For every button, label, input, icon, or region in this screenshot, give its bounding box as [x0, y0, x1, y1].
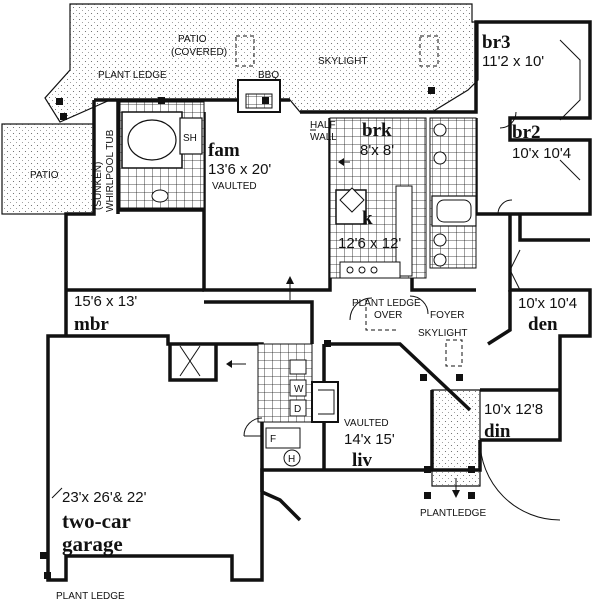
br3-name: br3: [482, 32, 511, 53]
kitchen-counters: [339, 185, 413, 279]
plant-ledge-bottom-right-label: PLANTLEDGE: [420, 508, 486, 519]
toilet-master: [151, 189, 169, 203]
closets: [179, 39, 581, 377]
liv-note: VAULTED: [344, 418, 389, 429]
mbr-name: mbr: [74, 314, 109, 335]
brk-name: brk: [362, 120, 392, 141]
posts: [40, 87, 475, 579]
fam-dim: 13'6 x 20': [208, 161, 271, 178]
washer-label: W: [294, 384, 304, 395]
din-name: din: [484, 421, 511, 442]
left-patio: [1, 123, 95, 215]
section-arrows: [226, 129, 460, 498]
patio-covered-label-1: PATIO: [178, 34, 207, 45]
whirlpool-tub: [121, 111, 183, 169]
br2-name: br2: [512, 122, 541, 143]
shower: SH: [179, 117, 203, 155]
water-heater: H: [283, 449, 301, 467]
half-wall-label-2: WALL: [310, 132, 337, 143]
liv-dim: 14'x 15': [344, 431, 395, 448]
whirlpool-label-2: WHIRLPOOL TUB: [105, 129, 116, 212]
den-name: den: [528, 314, 558, 335]
patio-left-label: PATIO: [30, 170, 59, 181]
garage-name-line2: garage: [62, 532, 123, 556]
whirlpool-label-1: (SUNKEN): [93, 162, 104, 210]
washer-dryer: W D: [289, 359, 307, 417]
mbr-dim: 15'6 x 13': [74, 293, 137, 310]
garage-dim: 23'x 26'& 22': [62, 489, 147, 506]
furnace-label: F: [270, 434, 276, 445]
garage-name-line1: two-car: [62, 509, 131, 533]
plant-ledge-over-label-2: OVER: [374, 310, 402, 321]
dryer-label: D: [294, 404, 301, 415]
plant-ledge-top-label: PLANT LEDGE: [98, 70, 167, 81]
door-swings: [51, 111, 561, 521]
patio-covered-label-2: (COVERED): [171, 47, 227, 58]
liv-name: liv: [352, 450, 373, 471]
fam-note: VAULTED: [212, 181, 257, 192]
din-dim: 10'x 12'8: [484, 401, 543, 418]
shower-label: SH: [183, 133, 197, 144]
skylight-foyer-label: SKYLIGHT: [418, 328, 467, 339]
half-wall-label-1: HALF: [310, 120, 336, 131]
br3-dim: 11'2 x 10': [482, 53, 544, 70]
bathtub: [431, 195, 477, 227]
kitchen-dim: 12'6 x 12': [338, 235, 401, 252]
kitchen-island: [335, 187, 367, 225]
water-heater-label: H: [288, 454, 295, 465]
skylight-top-label: SKYLIGHT: [318, 56, 367, 67]
br2-dim: 10'x 10'4: [512, 145, 571, 162]
skylights: [235, 35, 463, 367]
fireplace-fam: [237, 79, 281, 113]
plant-ledge-over-label-1: PLANT LEDGE: [352, 298, 421, 309]
kitchen-name: k: [362, 208, 373, 229]
den-dim: 10'x 10'4: [518, 295, 577, 312]
plant-ledge-bottom-left-label: PLANT LEDGE: [56, 591, 125, 601]
fireplace-liv: [311, 381, 339, 423]
foyer-label: FOYER: [430, 310, 464, 321]
fam-name: fam: [208, 140, 240, 161]
brk-dim: 8'x 8': [360, 142, 394, 159]
vanity-sinks: [433, 123, 447, 267]
furnace: F: [265, 427, 301, 449]
bbq-label: BBQ: [258, 70, 279, 81]
